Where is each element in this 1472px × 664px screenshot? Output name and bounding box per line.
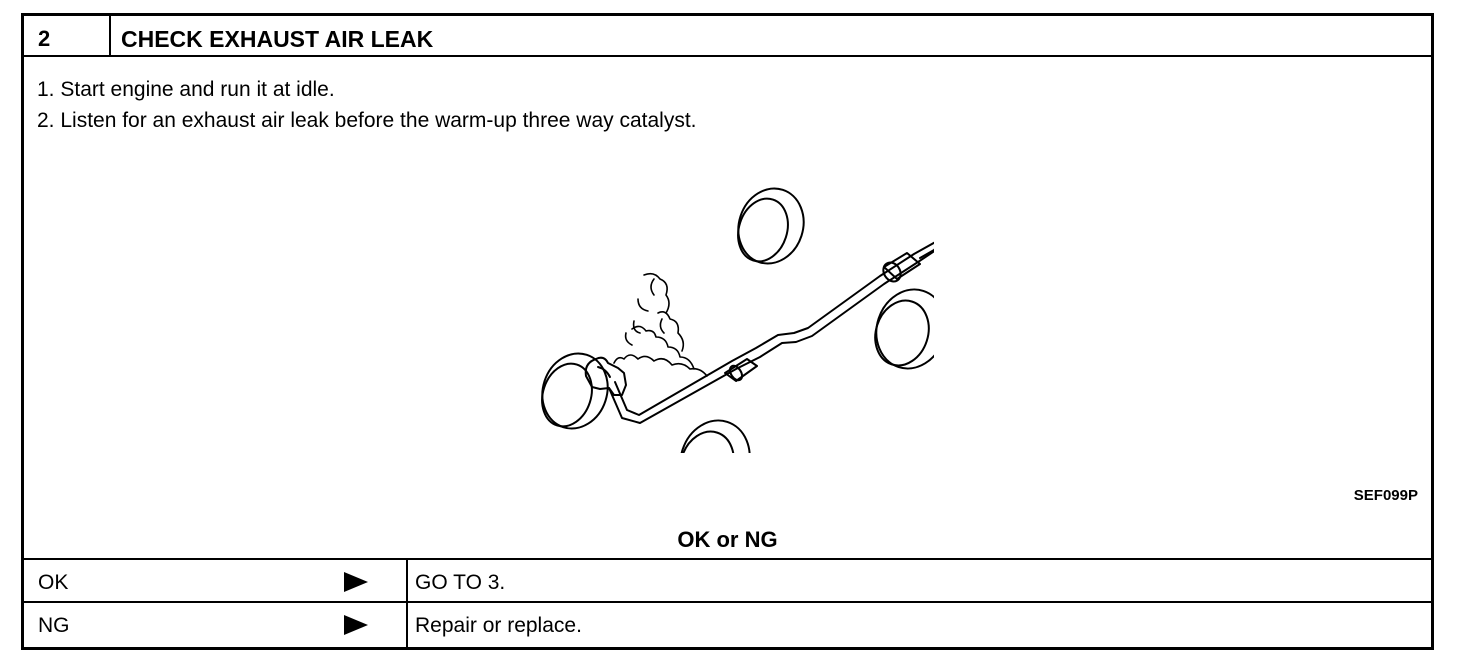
muffler-icon	[882, 248, 934, 283]
wheel-icon	[874, 288, 934, 370]
wheel-icon	[541, 352, 609, 430]
column-divider	[406, 603, 408, 647]
result-action: Repair or replace.	[415, 614, 582, 637]
figure-code: SEF099P	[1353, 487, 1418, 504]
arrow-right-icon	[344, 572, 368, 592]
diagnostic-step-table: 2 CHECK EXHAUST AIR LEAK 1. Start engine…	[21, 13, 1434, 650]
column-divider	[406, 560, 408, 601]
result-key: OK	[38, 571, 69, 594]
result-row-ok: OK GO TO 3.	[24, 560, 1431, 603]
arrow-right-icon	[344, 615, 368, 635]
result-key: NG	[38, 614, 70, 637]
instruction-item: 1. Start engine and run it at idle.	[37, 78, 335, 101]
exhaust-system-leak-illustration	[541, 187, 934, 453]
wheel-icon	[737, 187, 805, 265]
exhaust-smoke-icon	[613, 272, 708, 377]
step-body: 1. Start engine and run it at idle. 2. L…	[24, 57, 1431, 560]
step-number: 2	[24, 16, 111, 55]
decision-label: OK or NG	[677, 527, 778, 552]
exhaust-manifold-icon	[584, 356, 627, 396]
instruction-list: 1. Start engine and run it at idle. 2. L…	[37, 74, 697, 136]
catalyst-icon	[724, 358, 758, 382]
instruction-item: 2. Listen for an exhaust air leak before…	[37, 109, 697, 132]
step-header: 2 CHECK EXHAUST AIR LEAK	[24, 16, 1431, 57]
result-row-ng: NG Repair or replace.	[24, 603, 1431, 647]
result-action: GO TO 3.	[415, 571, 506, 594]
step-title: CHECK EXHAUST AIR LEAK	[121, 26, 434, 52]
wheel-icon	[679, 419, 751, 453]
